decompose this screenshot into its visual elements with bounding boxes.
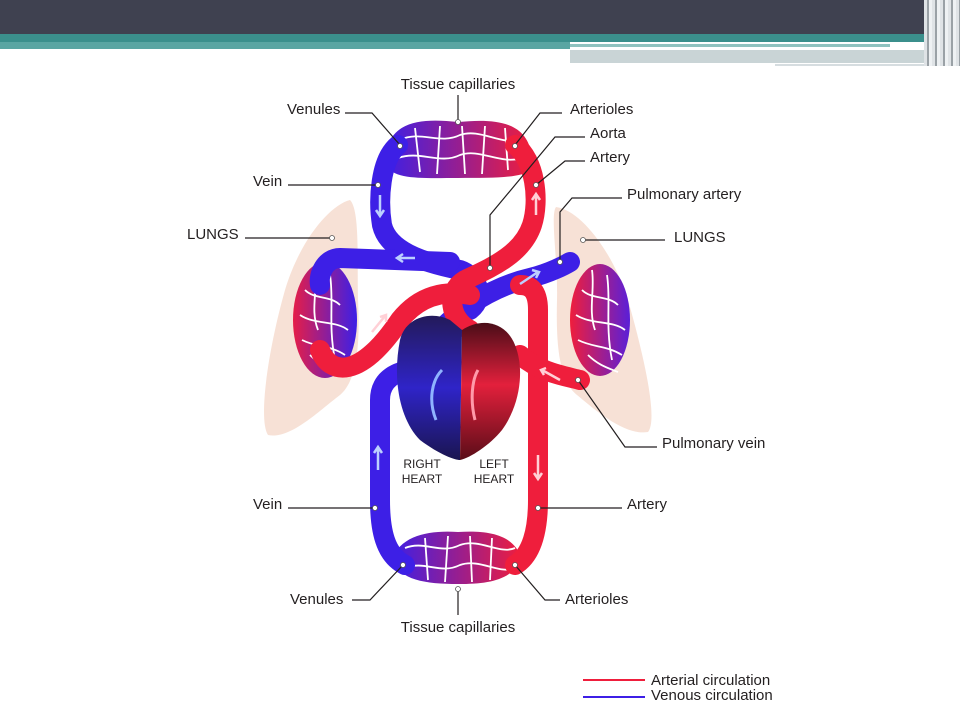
label-right-heart-line1: RIGHT: [403, 457, 441, 471]
slide-header-accent: [0, 34, 960, 42]
label-venules-bottom: Venules: [290, 591, 343, 608]
legend: Arterial circulation Venous circulation: [583, 672, 773, 704]
label-vein-top: Vein: [253, 173, 282, 190]
left-lung-capillaries: [293, 262, 357, 378]
right-lung-capillaries: [570, 264, 630, 376]
label-arterioles-bottom: Arterioles: [565, 591, 628, 608]
label-lungs-left: LUNGS: [187, 226, 239, 243]
legend-venous-label: Venous circulation: [651, 687, 773, 704]
label-artery-bottom: Artery: [627, 496, 668, 513]
label-lungs-right: LUNGS: [674, 229, 726, 246]
arterial-vessels: [310, 135, 590, 575]
label-left-heart-line2: HEART: [474, 472, 515, 486]
label-pulmonary-artery: Pulmonary artery: [627, 186, 742, 203]
label-venules-top: Venules: [287, 101, 340, 118]
slide-header-accent-3: [570, 44, 890, 47]
bottom-tissue-capillaries: [392, 531, 522, 584]
label-right-heart-line2: HEART: [402, 472, 443, 486]
label-tissue-capillaries-bottom: Tissue capillaries: [401, 619, 516, 636]
slide-header-accent-5: [775, 64, 960, 66]
label-arterioles-top: Arterioles: [570, 101, 633, 118]
heart: [396, 315, 521, 460]
leader-lines: [245, 95, 665, 615]
slide-header-accent-2: [0, 42, 570, 49]
label-vein-bottom: Vein: [253, 496, 282, 513]
legend-arterial-label: Arterial circulation: [651, 672, 770, 689]
label-tissue-capillaries-top: Tissue capillaries: [401, 76, 516, 93]
top-tissue-capillaries: [385, 120, 533, 179]
label-pulmonary-vein: Pulmonary vein: [662, 435, 765, 452]
slide-header-accent-4: [570, 50, 960, 63]
slide-corner-decoration: [924, 0, 960, 66]
flow-arrows: [371, 191, 561, 482]
label-aorta: Aorta: [590, 125, 627, 142]
label-artery-top: Artery: [590, 149, 631, 166]
slide-header-bar: [0, 0, 960, 34]
label-left-heart-line1: LEFT: [479, 457, 509, 471]
anchor-dots: [329, 119, 586, 592]
